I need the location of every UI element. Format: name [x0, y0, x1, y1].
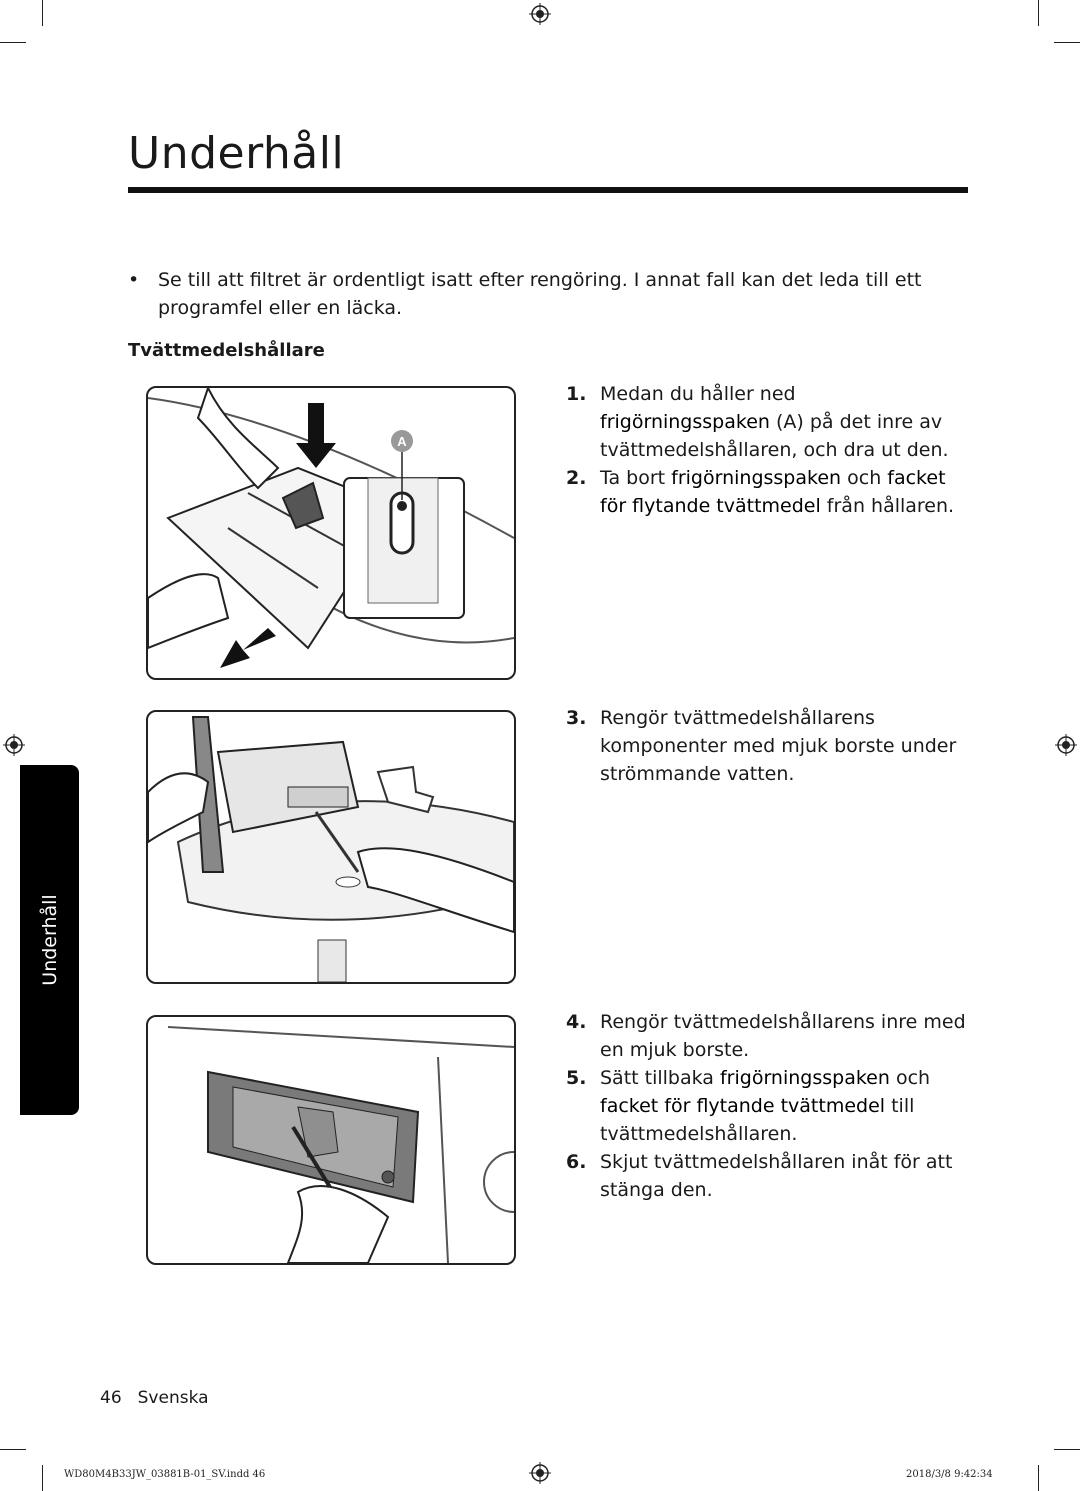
step-text: Rengör tvättmedelshållarens komponenter …: [600, 704, 966, 788]
step-term: frigörningsspaken: [600, 411, 770, 433]
step-number: 6.: [566, 1151, 587, 1173]
step-number: 3.: [566, 707, 587, 729]
crop-mark: [0, 42, 26, 43]
page-footer: 46 Svenska: [100, 1388, 225, 1408]
crop-mark: [1038, 0, 1039, 26]
step-text-part: och: [841, 467, 888, 489]
page-number: 46: [100, 1388, 122, 1408]
steps-group-1: 1. Medan du håller ned frigörningsspaken …: [566, 380, 966, 520]
registration-mark-icon: [1055, 734, 1077, 756]
step-text-part: Rengör tvättmedelshållarens komponenter …: [600, 707, 957, 785]
step-text-part: Medan du håller ned: [600, 383, 796, 405]
step-number: 5.: [566, 1067, 587, 1089]
step-text-part: (A) på det inre av tvättmedelshållaren, …: [600, 411, 949, 461]
list-item: 1. Medan du håller ned frigörningsspaken …: [566, 380, 966, 464]
steps-group-2: 3. Rengör tvättmedelshållarens komponente…: [566, 704, 966, 788]
title-rule: [128, 187, 968, 193]
imprint-file: WD80M4B33JW_03881B-01_SV.indd 46: [64, 1469, 266, 1480]
steps-group-3: 4. Rengör tvättmedelshållarens inre med e…: [566, 1008, 966, 1204]
crop-mark: [1054, 1449, 1080, 1450]
step-term: facket för flytande tvättmedel: [600, 467, 946, 517]
crop-mark: [0, 1449, 26, 1450]
step-term: frigörningsspaken: [719, 1067, 890, 1089]
step-text-part: från hållaren.: [820, 495, 955, 517]
step-text-part: Ta bort: [600, 467, 672, 489]
crop-mark: [1038, 1465, 1039, 1491]
step-term: frigörningsspaken: [671, 467, 842, 489]
crop-mark: [42, 1465, 43, 1491]
registration-mark-icon: [529, 3, 551, 25]
side-tab: Underhåll: [20, 765, 79, 1115]
step-text-part: Rengör tvättmedelshållarens inre med en …: [600, 1011, 966, 1061]
registration-mark-icon: [529, 1462, 551, 1484]
list-item: 3. Rengör tvättmedelshållarens komponente…: [566, 704, 966, 788]
bullet-note: • Se till att filtret är ordentligt isat…: [128, 266, 948, 322]
registration-mark-icon: [3, 734, 25, 756]
imprint-timestamp: 2018/3/8 9:42:34: [906, 1469, 993, 1480]
step-number: 2.: [566, 467, 587, 489]
list-item: 5. Sätt tillbaka frigörningsspaken och fa…: [566, 1064, 966, 1148]
step-number: 1.: [566, 383, 587, 405]
list-item: 4. Rengör tvättmedelshållarens inre med e…: [566, 1008, 966, 1064]
illustration-clean-interior: [146, 1015, 516, 1265]
step-term: facket för flytande tvättmedel: [600, 1095, 886, 1117]
step-text: Skjut tvättmedelshållaren inåt för att s…: [600, 1148, 966, 1204]
step-text-part: till tvättmedelshållaren.: [600, 1095, 915, 1145]
note-text: Se till att filtret är ordentligt isatt …: [158, 269, 922, 319]
step-text-part: och: [889, 1067, 931, 1089]
step-text: Ta bort frigörningsspaken och facket för…: [600, 464, 966, 520]
step-number: 4.: [566, 1011, 587, 1033]
list-item: 6. Skjut tvättmedelshållaren inåt för att…: [566, 1148, 966, 1204]
step-text: Rengör tvättmedelshållarens inre med en …: [600, 1008, 966, 1064]
bullet-icon: •: [128, 269, 140, 291]
section-title: Tvättmedelshållare: [128, 340, 325, 361]
illustration-remove-drawer: A: [146, 386, 516, 680]
crop-mark: [42, 0, 43, 26]
step-text-part: Skjut tvättmedelshållaren inåt för att s…: [600, 1151, 953, 1201]
step-text: Sätt tillbaka frigörningsspaken och fack…: [600, 1064, 966, 1148]
step-text-part: Sätt tillbaka: [600, 1067, 720, 1089]
footer-language: Svenska: [137, 1388, 209, 1408]
crop-mark: [1054, 42, 1080, 43]
list-item: 2. Ta bort frigörningsspaken och facket f…: [566, 464, 966, 520]
callout-a: A: [397, 434, 407, 449]
page-title: Underhåll: [128, 128, 345, 179]
illustration-rinse-components: [146, 710, 516, 984]
step-text: Medan du håller ned frigörningsspaken (A…: [600, 380, 966, 464]
side-tab-label: Underhåll: [38, 894, 61, 986]
